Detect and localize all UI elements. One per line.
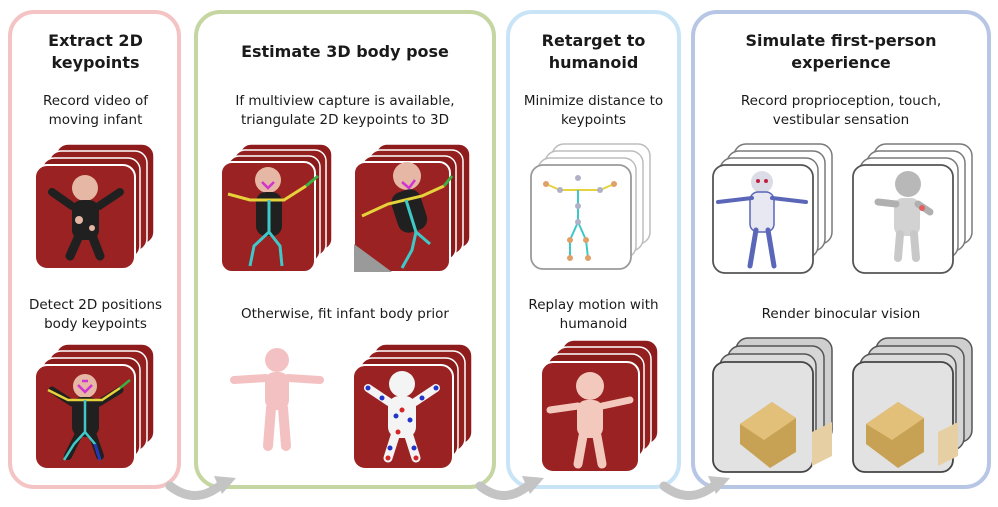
binocular-right-eye-stack xyxy=(852,336,976,474)
step3-caption-replay: Replay motion with humanoid xyxy=(518,296,669,334)
multiview-frame-stack-b xyxy=(352,142,476,274)
binocular-left-eye-stack xyxy=(712,336,836,474)
step3-title: Retarget to humanoid xyxy=(525,30,662,74)
step2-caption-multiview: If multiview capture is available, trian… xyxy=(214,92,476,130)
step4-title: Simulate first-person experience xyxy=(720,30,962,74)
step1-title: Extract 2D keypoints xyxy=(28,30,163,74)
step2-caption-body-prior: Otherwise, fit infant body prior xyxy=(214,305,476,324)
arrow-step3-to-step4 xyxy=(664,476,730,496)
step4-caption-render: Render binocular vision xyxy=(712,305,970,324)
infant-body-prior-model xyxy=(230,346,324,452)
step1-caption-record: Record video of moving infant xyxy=(28,92,163,130)
video-frame-stack xyxy=(34,140,158,274)
arrow-step2-to-step3 xyxy=(480,476,544,496)
humanoid-skeleton-stack xyxy=(530,140,654,274)
arrow-step1-to-step2 xyxy=(170,476,236,496)
multiview-frame-stack-a xyxy=(220,142,336,274)
step2-title: Estimate 3D body pose xyxy=(214,41,476,63)
step1-caption-detect: Detect 2D positions body keypoints xyxy=(22,296,169,334)
step3-caption-minimize: Minimize distance to keypoints xyxy=(522,92,665,130)
step4-caption-record: Record proprioception, touch, vestibular… xyxy=(712,92,970,130)
proprioception-skeleton-stack xyxy=(712,140,836,274)
keypoint-frame-stack xyxy=(34,340,158,474)
body-prior-fit-stack xyxy=(352,340,476,474)
touch-sensation-stack xyxy=(852,140,976,274)
humanoid-replay-stack xyxy=(540,338,662,474)
